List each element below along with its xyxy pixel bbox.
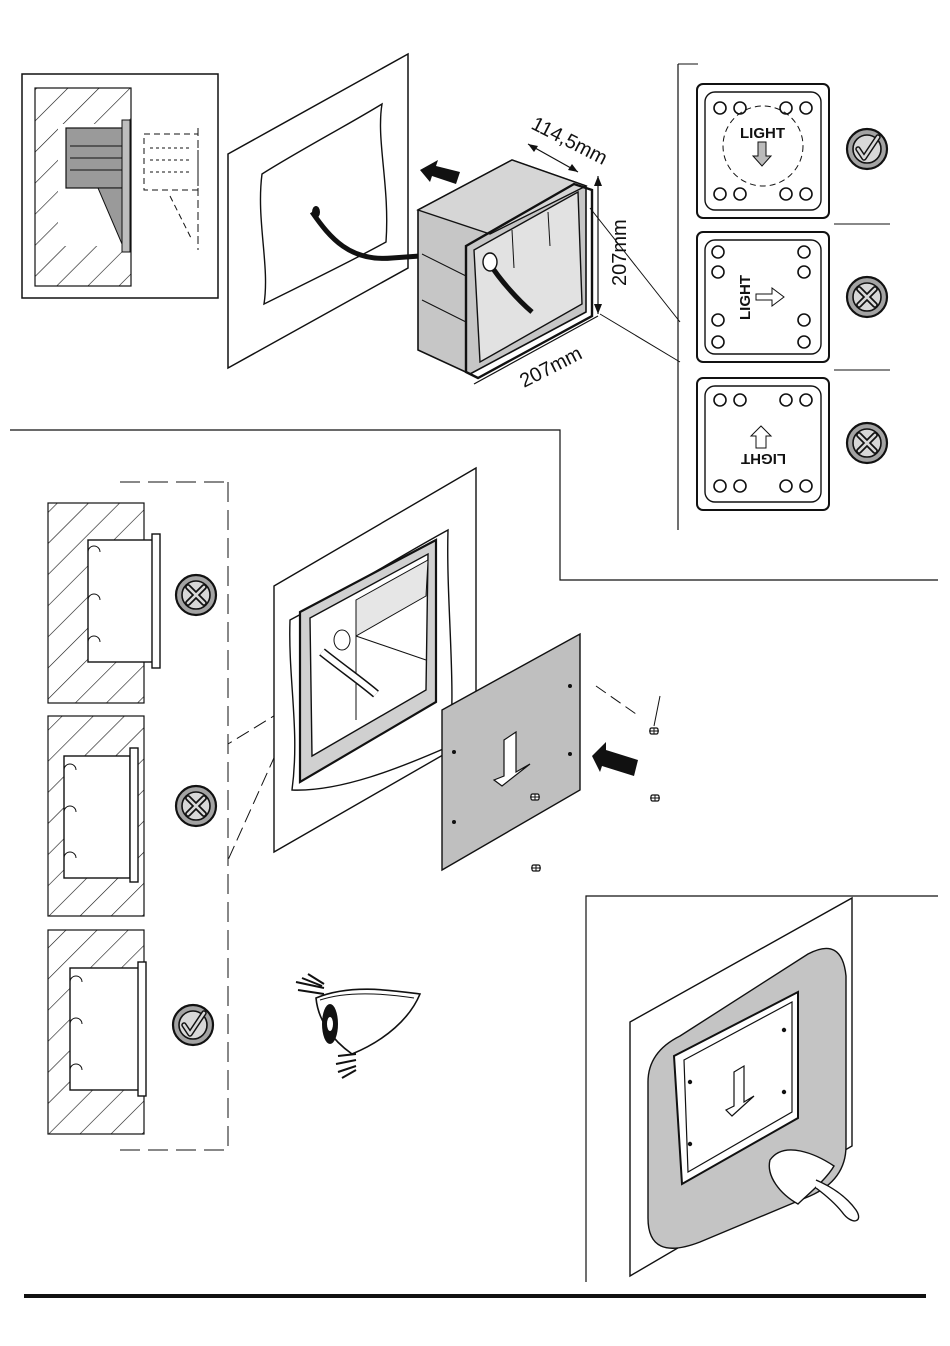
orientation-panel-2: LIGHT	[697, 232, 829, 362]
flush-option-1	[48, 503, 160, 703]
wall-opening-drawing	[228, 54, 420, 368]
flush-option-1-badge	[176, 575, 216, 615]
eye-icon	[296, 974, 420, 1078]
orientation-panels: LIGHT LIGHT LIGHT	[678, 64, 890, 530]
orientation-panel-2-label: LIGHT	[737, 275, 754, 320]
detail-section-top	[22, 74, 218, 298]
plate-arrow	[592, 742, 638, 776]
flush-options	[48, 482, 228, 1150]
orientation-panel-1: LIGHT	[697, 84, 829, 218]
insert-arrow	[420, 160, 460, 184]
ok-badge-1	[847, 129, 887, 169]
flush-option-3-badge	[173, 1005, 213, 1045]
orientation-panel-3: LIGHT	[697, 378, 829, 510]
orientation-panel-3-label: LIGHT	[741, 450, 786, 467]
orientation-panel-1-label: LIGHT	[740, 125, 785, 142]
flush-option-2	[48, 716, 144, 916]
flush-option-3	[48, 930, 146, 1134]
dimension-width-label: 207mm	[516, 343, 585, 393]
wrong-badge-2	[847, 423, 887, 463]
dimension-height-label: 207mm	[609, 219, 631, 286]
flush-box	[418, 160, 592, 378]
wrong-badge-1	[847, 277, 887, 317]
plaster-detail	[586, 896, 938, 1282]
dimension-depth-label: 114,5mm	[528, 113, 611, 170]
flush-option-2-badge	[176, 786, 216, 826]
